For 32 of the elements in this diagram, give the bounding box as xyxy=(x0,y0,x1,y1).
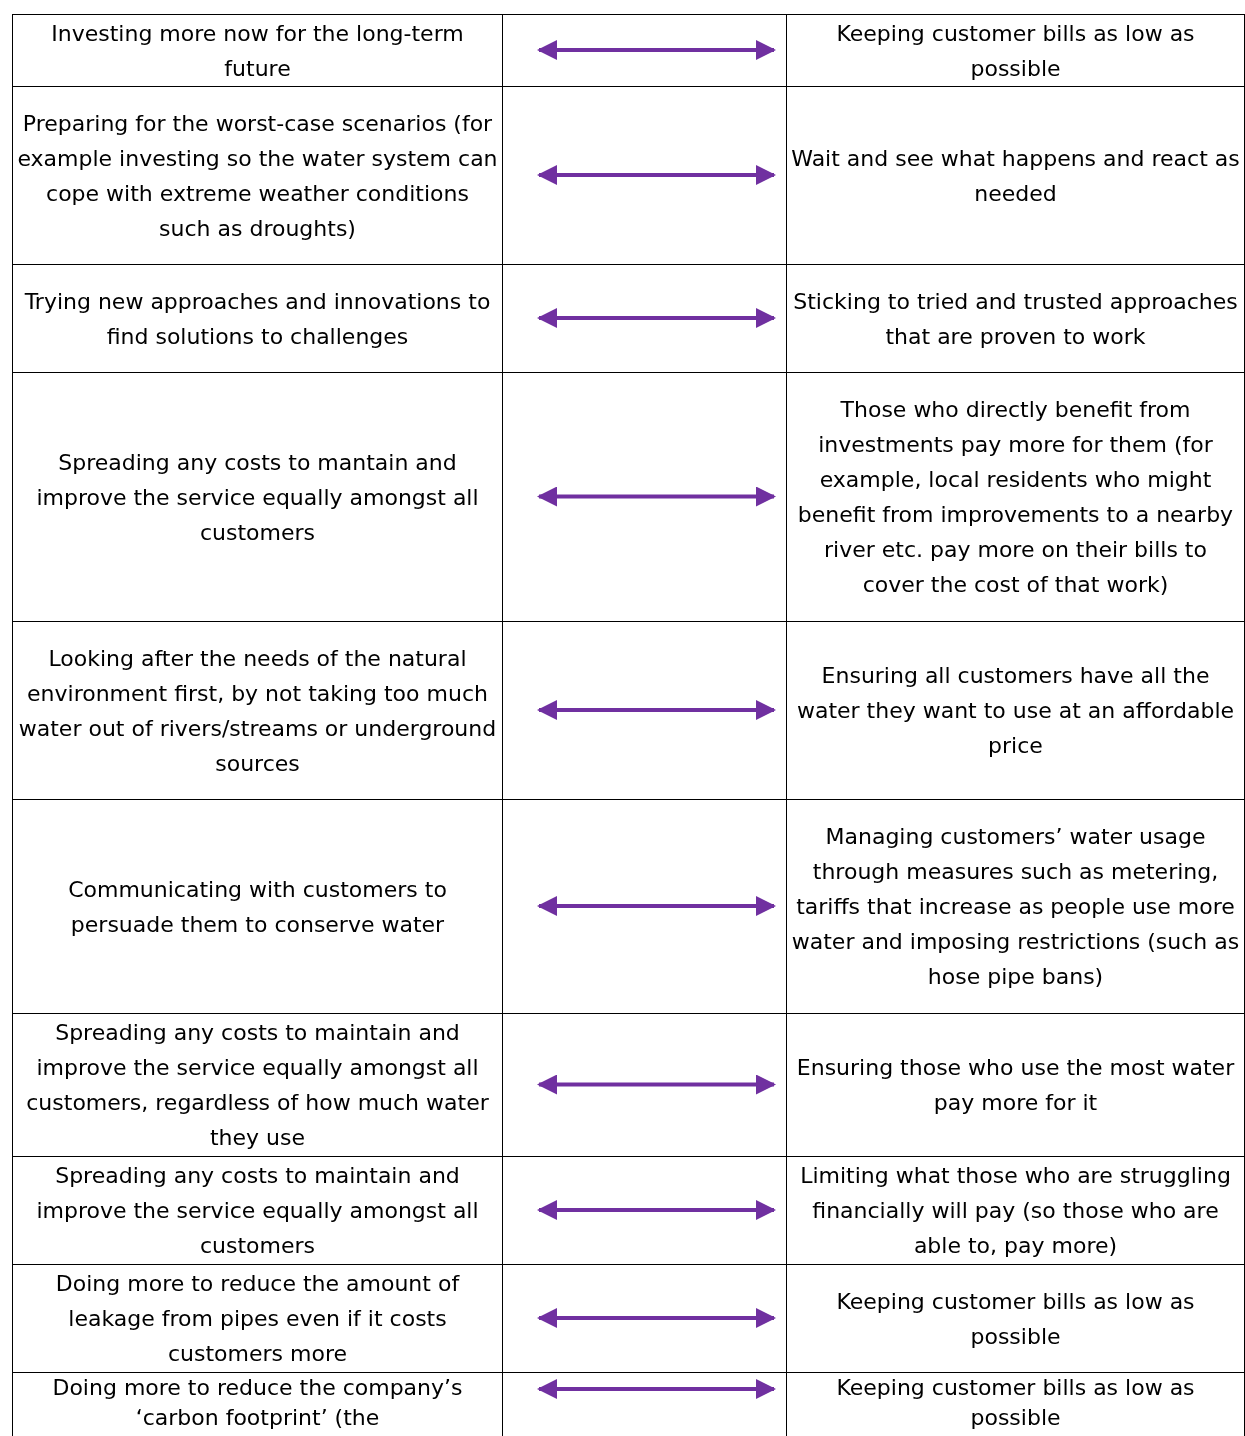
cell-text: Doing more to reduce the company’s ‘carbon footprint’ (the xyxy=(51,1374,464,1432)
double-arrow xyxy=(537,40,776,60)
cell-text: Limiting what those who are struggling financially will pay (so those who are able to, pay more) xyxy=(799,1162,1232,1260)
cell-text: Those who directly benefit from investments pay more for them (for example, local residents who might benefit from improvements to a nearby river etc. pay more on their bills to cover the cost of that work) xyxy=(796,396,1235,599)
cell-text: Preparing for the worst-case scenarios (for example investing so the water system can cope with extreme weather conditions such as droughts) xyxy=(17,109,498,243)
cell-text: Spreading any costs to maintain and improve the service equally amongst all customers, regardless of how much water they use xyxy=(25,1019,490,1152)
double-arrow xyxy=(537,896,776,916)
cell-text: Keeping customer bills as low as possible xyxy=(835,19,1196,83)
double-arrow xyxy=(537,1200,776,1220)
cell-text: Managing customers’ water usage through measures such as metering, tariffs that increase as people use more water and imposing restrictions (such as hose pipe bans) xyxy=(791,823,1240,991)
cell-text: Wait and see what happens and react as needed xyxy=(791,144,1240,208)
cell-text: Keeping customer bills as low as possible xyxy=(835,1287,1196,1351)
double-arrow xyxy=(537,700,776,720)
cell-text: Keeping customer bills as low as possible xyxy=(835,1374,1196,1432)
double-arrow xyxy=(537,308,776,328)
cell-text: Trying new approaches and innovations to find solutions to challenges xyxy=(23,287,492,351)
cell-text: Doing more to reduce the amount of leakage from pipes even if it costs customers more xyxy=(54,1270,461,1368)
cell-text: Communicating with customers to persuade them to conserve water xyxy=(67,875,448,939)
cell-text: Looking after the needs of the natural environment first, by not taking too much water out of rivers/streams or underground sources xyxy=(17,644,498,778)
table-cell xyxy=(12,14,503,87)
cell-text: Ensuring all customers have all the water they want to use at an affordable price xyxy=(795,662,1236,760)
double-arrow xyxy=(537,1308,776,1328)
double-arrow xyxy=(537,165,776,185)
cell-text: Ensuring those who use the most water pay more for it xyxy=(795,1054,1236,1117)
double-arrow xyxy=(537,486,776,507)
cell-text: Spreading any costs to mantain and improve the service equally amongst all customers xyxy=(35,448,480,547)
table-cell xyxy=(786,14,1245,87)
double-arrow xyxy=(537,1379,776,1399)
double-arrow xyxy=(537,1074,776,1095)
cell-text: Investing more now for the long-term future xyxy=(50,19,465,83)
cell-text: Spreading any costs to maintain and improve the service equally amongst all customers xyxy=(35,1162,480,1260)
cell-text: Sticking to tried and trusted approaches that are proven to work xyxy=(792,287,1239,351)
